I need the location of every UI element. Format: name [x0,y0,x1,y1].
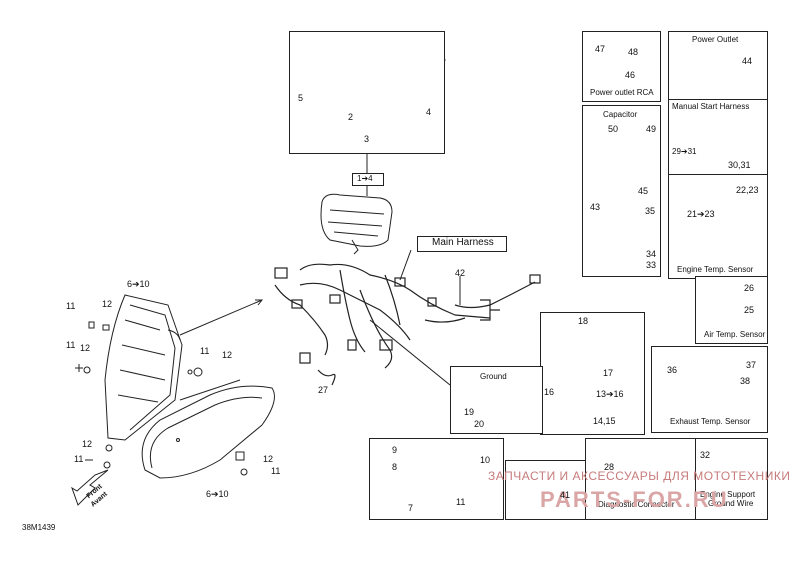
callout-32: 32 [700,450,711,460]
cluster-parts-box [289,31,445,154]
callout-17: 17 [603,368,614,378]
range-1-4: 1➔4 [357,174,373,183]
callout-33: 33 [646,260,657,270]
diagnostic-connector-box [585,438,697,520]
callout-8: 8 [392,462,398,472]
headlight-left-drawing [104,294,183,441]
callout-11-c: 11 [200,346,210,356]
air-temp-sensor-box [695,276,768,344]
callout-47: 47 [595,44,606,54]
callout-18: 18 [578,316,589,326]
callout-34: 34 [646,249,657,259]
callout-28: 28 [604,462,615,472]
callout-35: 35 [645,206,656,216]
callout-6-10-bottom: 6➔10 [206,489,229,499]
title-engine-temp-sensor: Engine Temp. Sensor [677,265,754,274]
coiled-wire-box [540,312,645,435]
callout-11-f: 11 [456,497,466,507]
callout-11-b: 11 [66,340,76,350]
fasteners-drawing [75,321,248,476]
callout-12-b: 12 [80,343,91,353]
capacitor-box [582,105,661,277]
manual-start-harness-box [668,99,768,177]
callout-4: 4 [426,107,432,117]
callout-7: 7 [408,503,414,513]
title-ground: Ground [480,372,507,381]
callout-21-23: 21➔23 [687,209,715,219]
callout-29-31: 29➔31 [672,147,697,156]
callout-49: 49 [646,124,657,134]
title-engine-support: Engine Support [700,490,756,499]
callout-22-23: 22,23 [736,185,759,195]
front-arrow-drawing [71,469,109,506]
cluster-housing-drawing [320,193,393,255]
callout-11-d: 11 [74,454,84,464]
callout-42: 42 [455,268,466,278]
callout-46: 46 [625,70,636,80]
headlight-right-drawing [141,385,275,479]
callout-26: 26 [744,283,755,293]
callout-2: 2 [348,112,354,122]
callout-44: 44 [742,56,753,66]
ring-box [505,460,586,520]
range-1-4-box [352,173,384,186]
callout-16: 16 [544,387,555,397]
callout-41: 41 [560,490,571,500]
callout-48: 48 [628,47,639,57]
callout-6-10-top: 6➔10 [127,279,150,289]
callout-10: 10 [480,455,491,465]
callout-12-e: 12 [263,454,274,464]
headlamp-bulb-box [369,438,504,520]
title-power-outlet: Power Outlet [692,35,739,44]
callout-25: 25 [744,305,755,315]
callout-14-15: 14,15 [593,416,616,426]
callout-12-c: 12 [222,350,233,360]
callout-45: 45 [638,186,649,196]
harness-drawing [274,263,541,386]
ground-box [450,366,543,434]
callout-13-16: 13➔16 [596,389,624,399]
callout-38: 38 [740,376,751,386]
power-outlet-rca-box [582,31,661,102]
callout-36: 36 [667,365,678,375]
callout-27: 27 [318,385,329,395]
title-capacitor: Capacitor [603,110,638,119]
title-ground-wire: Ground Wire [708,499,754,508]
watermark-logo: PARTS-FOR.RU [540,487,729,512]
title-diagnostic-connector: Diagnostic Connector [598,500,675,509]
title-exhaust-temp-sensor: Exhaust Temp. Sensor [670,417,751,426]
callout-12-a: 12 [102,299,113,309]
title-main-harness: Main Harness [432,237,494,248]
callout-5: 5 [298,93,304,103]
callout-9: 9 [392,445,398,455]
callout-11-e: 11 [271,466,281,476]
exhaust-temp-sensor-box [651,346,768,433]
callout-3: 3 [364,134,370,144]
title-air-temp-sensor: Air Temp. Sensor [704,330,766,339]
callout-20: 20 [474,419,485,429]
callout-30-31: 30,31 [728,160,751,170]
watermark-text: ЗАПЧАСТИ И АКСЕССУАРЫ ДЛЯ МОТОТЕХНИКИ [488,469,791,483]
ground-wire-box [695,438,768,520]
callout-50: 50 [608,124,619,134]
title-manual-start-harness: Manual Start Harness [672,102,750,111]
callout-12-d: 12 [82,439,93,449]
callout-37: 37 [746,360,757,370]
callout-11-a: 11 [66,301,76,311]
title-power-outlet-rca: Power outlet RCA [590,88,654,97]
main-harness-label-box [417,236,507,252]
diagram-code: 38M1439 [22,523,56,532]
callout-19: 19 [464,407,475,417]
callout-43: 43 [590,202,601,212]
